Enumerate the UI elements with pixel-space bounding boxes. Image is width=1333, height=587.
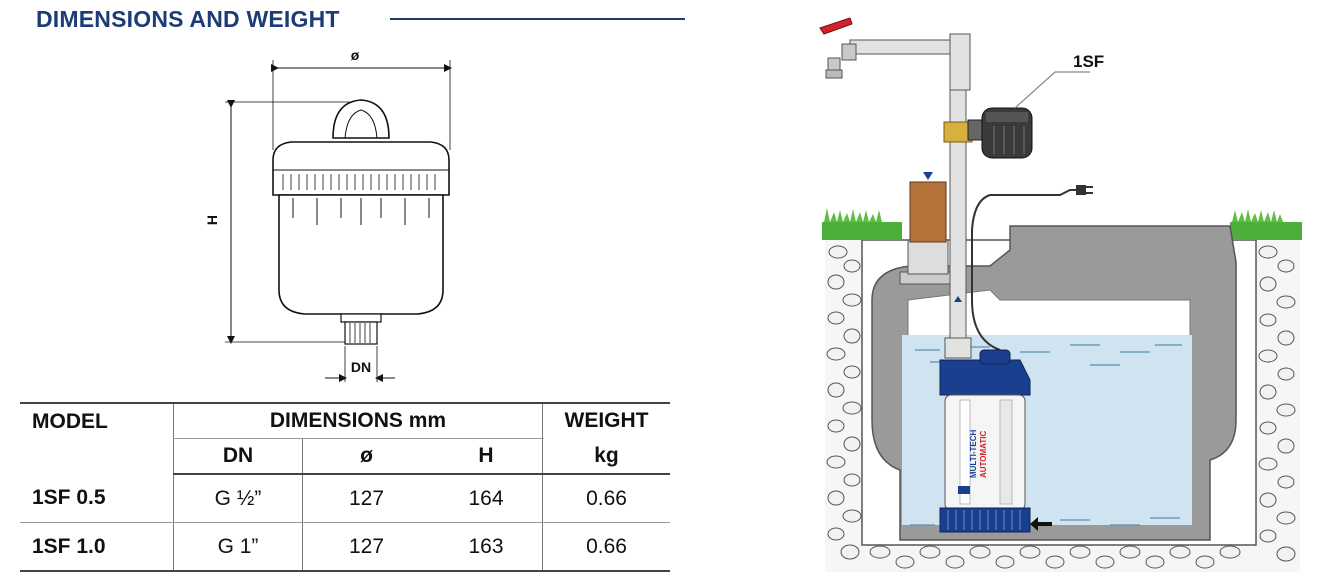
- diameter-label: ø: [351, 47, 360, 63]
- specs-table: MODEL DIMENSIONS mm WEIGHT DN ø H kg 1SF…: [20, 402, 670, 572]
- header-model: MODEL: [20, 402, 174, 474]
- header-diameter: ø: [302, 438, 430, 475]
- page-title: DIMENSIONS AND WEIGHT: [36, 6, 340, 32]
- pump-brand-text: MULTI-TECH: [969, 429, 978, 478]
- table-row: 1SF 0.5 G ½” 127 164 0.66: [20, 474, 670, 523]
- header-dn: DN: [173, 438, 303, 475]
- pump-model-text: AUTOMATIC: [979, 431, 988, 478]
- height-label: H: [204, 215, 220, 225]
- cell-h: 163: [430, 522, 543, 572]
- cell-weight: 0.66: [542, 474, 670, 523]
- cell-dn: G ½”: [173, 474, 303, 523]
- gravel: [825, 240, 1300, 572]
- header-weight: WEIGHT: [542, 402, 670, 439]
- header-dimensions-label: DIMENSIONS mm: [269, 409, 447, 432]
- pump-illustration: MULTI-TECH AUTOMATIC: [939, 337, 1052, 533]
- table-subheader-row: DN ø H kg: [20, 438, 670, 475]
- cell-model: 1SF 1.0: [20, 522, 174, 572]
- cell-diameter: 127: [302, 474, 430, 523]
- cell-model: 1SF 0.5: [20, 474, 174, 523]
- title-rule: [390, 18, 685, 20]
- cell-weight: 0.66: [542, 522, 670, 572]
- installation-illustration: 1SF MULTI-TECH AUTOMATIC: [819, 17, 1302, 572]
- dimension-drawing: ø H DN: [204, 47, 452, 382]
- header-h: H: [430, 438, 543, 475]
- header-dimensions: DIMENSIONS mm: [173, 402, 543, 439]
- table-header-row: MODEL DIMENSIONS mm WEIGHT: [20, 402, 670, 474]
- cell-dn: G 1”: [173, 522, 303, 572]
- cell-diameter: 127: [302, 522, 430, 572]
- header-weight-unit: kg: [542, 438, 670, 475]
- cell-h: 164: [430, 474, 543, 523]
- dn-label: DN: [351, 359, 371, 375]
- callout-label: 1SF: [1073, 52, 1104, 71]
- table-row: 1SF 1.0 G 1” 127 163 0.66: [20, 522, 670, 572]
